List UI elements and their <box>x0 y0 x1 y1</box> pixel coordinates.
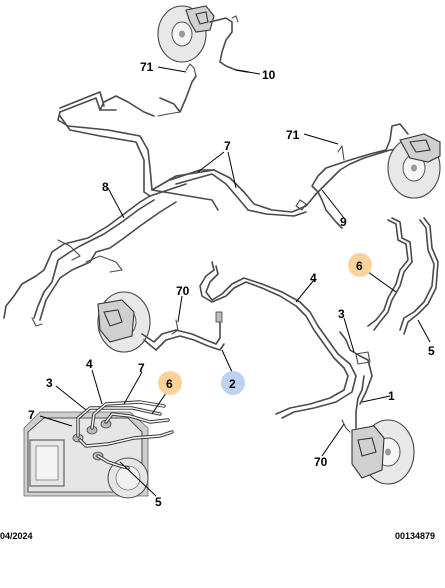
highlight-part-6-left <box>158 371 182 395</box>
label-1: 1 <box>388 389 395 403</box>
pipe-8 <box>3 195 177 327</box>
label-5-right: 5 <box>428 344 435 358</box>
pipe-7-rear-bundle <box>57 63 409 217</box>
label-4-mid: 4 <box>310 271 317 285</box>
label-8: 8 <box>102 180 109 194</box>
label-3-left: 3 <box>46 376 53 390</box>
label-4-left: 4 <box>86 357 93 371</box>
front-right-brake-disc <box>351 419 415 485</box>
pipe-2-hose <box>141 311 225 351</box>
label-6-left: 6 <box>166 377 173 391</box>
label-9: 9 <box>340 215 347 229</box>
highlight-part-2 <box>221 371 245 395</box>
leader-lines <box>39 66 431 497</box>
label-2: 2 <box>229 377 236 391</box>
abs-hydraulic-unit <box>23 411 149 499</box>
label-3-right: 3 <box>338 307 345 321</box>
pipe-5-right <box>399 217 439 335</box>
label-7-left2: 7 <box>28 408 35 422</box>
label-70-mid: 70 <box>176 284 190 298</box>
label-70-bottom: 70 <box>314 455 328 469</box>
label-5-left: 5 <box>155 495 162 509</box>
label-7-top: 7 <box>224 139 231 153</box>
label-10: 10 <box>262 68 276 82</box>
front-left-brake-disc <box>97 291 151 353</box>
pipe-6 <box>367 217 413 331</box>
label-7-left: 7 <box>138 361 145 375</box>
pipe-10 <box>209 17 249 73</box>
footer-date: 04/2024 <box>0 531 33 541</box>
pipe-3-right <box>339 331 373 405</box>
pipe-1-hose <box>355 375 365 429</box>
rear-left-brake-disc <box>157 5 215 63</box>
pipe-9 <box>311 123 409 229</box>
label-71-right: 71 <box>286 128 300 142</box>
label-71-top: 71 <box>140 60 154 74</box>
label-6-right: 6 <box>356 259 363 273</box>
rear-right-brake-disc <box>387 133 441 199</box>
highlight-part-6-right <box>348 253 372 277</box>
pipe-4-center <box>199 261 357 419</box>
footer-code: 00134879 <box>395 531 435 541</box>
abs-pipes <box>76 400 174 470</box>
